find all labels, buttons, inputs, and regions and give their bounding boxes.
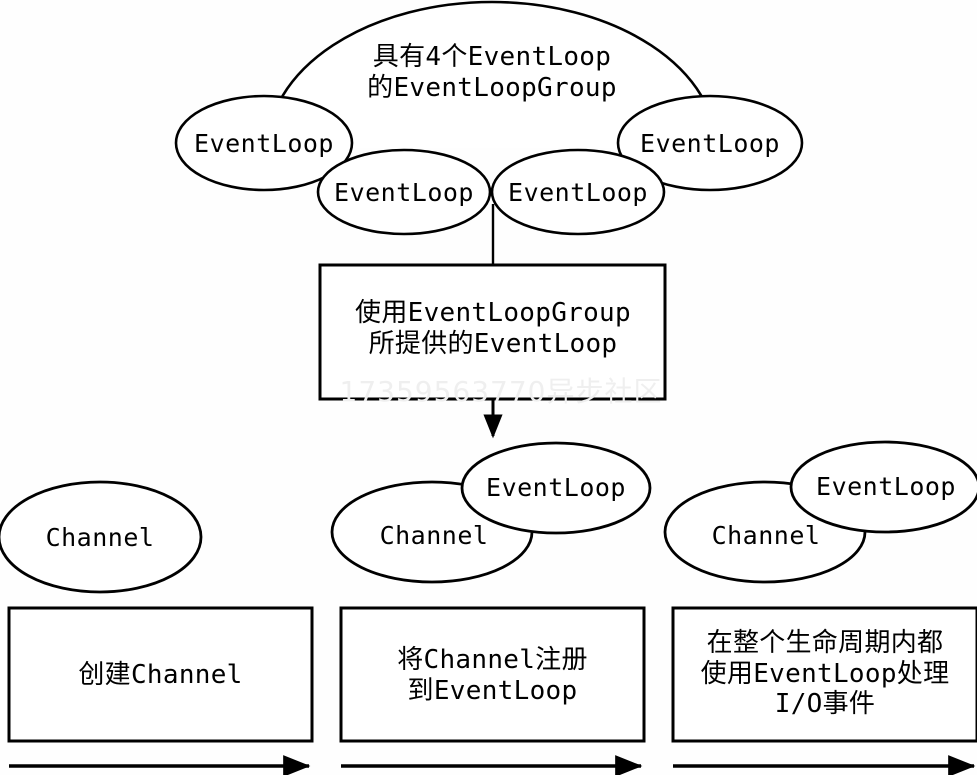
stage-3-box[interactable] [671,606,977,743]
stage-3-event-loop-ellipse[interactable] [789,440,977,534]
stage-1-box[interactable] [7,606,314,743]
stage-1-channel-ellipse[interactable] [0,480,203,594]
event-loop-group-outline [265,0,719,148]
stage-2-event-loop-ellipse[interactable] [460,441,652,535]
event-loop-ellipse-3[interactable] [490,148,666,236]
event-loop-ellipse-4[interactable] [616,94,804,192]
stage-2-box[interactable] [339,606,646,743]
use-event-loop-box[interactable] [318,263,667,401]
event-loop-ellipse-1[interactable] [174,94,354,192]
event-loop-group-cloud [174,0,804,236]
event-loop-ellipse-2[interactable] [316,148,492,236]
